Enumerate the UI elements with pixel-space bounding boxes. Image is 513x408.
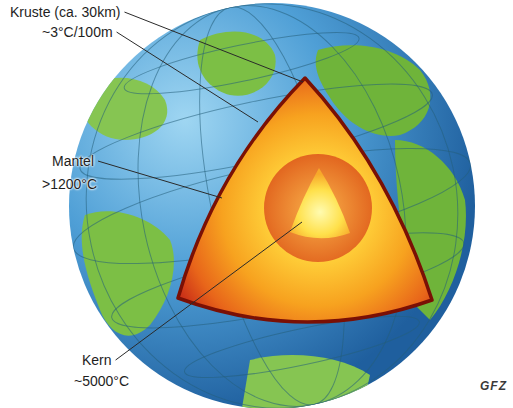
callout-label: >1200°C: [42, 176, 97, 192]
graticule: [49, 0, 495, 408]
leader-line: [117, 32, 258, 122]
callout-label: ~3°C/100m: [42, 24, 113, 40]
outer-core: [264, 154, 372, 262]
callout-label: ~5000°C: [74, 373, 129, 389]
logo-watermark: GFZ: [480, 380, 507, 394]
leader-lines: [98, 12, 303, 360]
leader-line: [98, 161, 222, 198]
callout-label: Kern: [82, 352, 112, 368]
leader-line: [124, 12, 303, 82]
inner-core: [290, 168, 350, 238]
continents: [79, 32, 466, 408]
leader-line: [116, 222, 302, 360]
callout-label: Kruste (ca. 30km): [10, 4, 120, 20]
callout-label: Mantel: [52, 153, 94, 169]
